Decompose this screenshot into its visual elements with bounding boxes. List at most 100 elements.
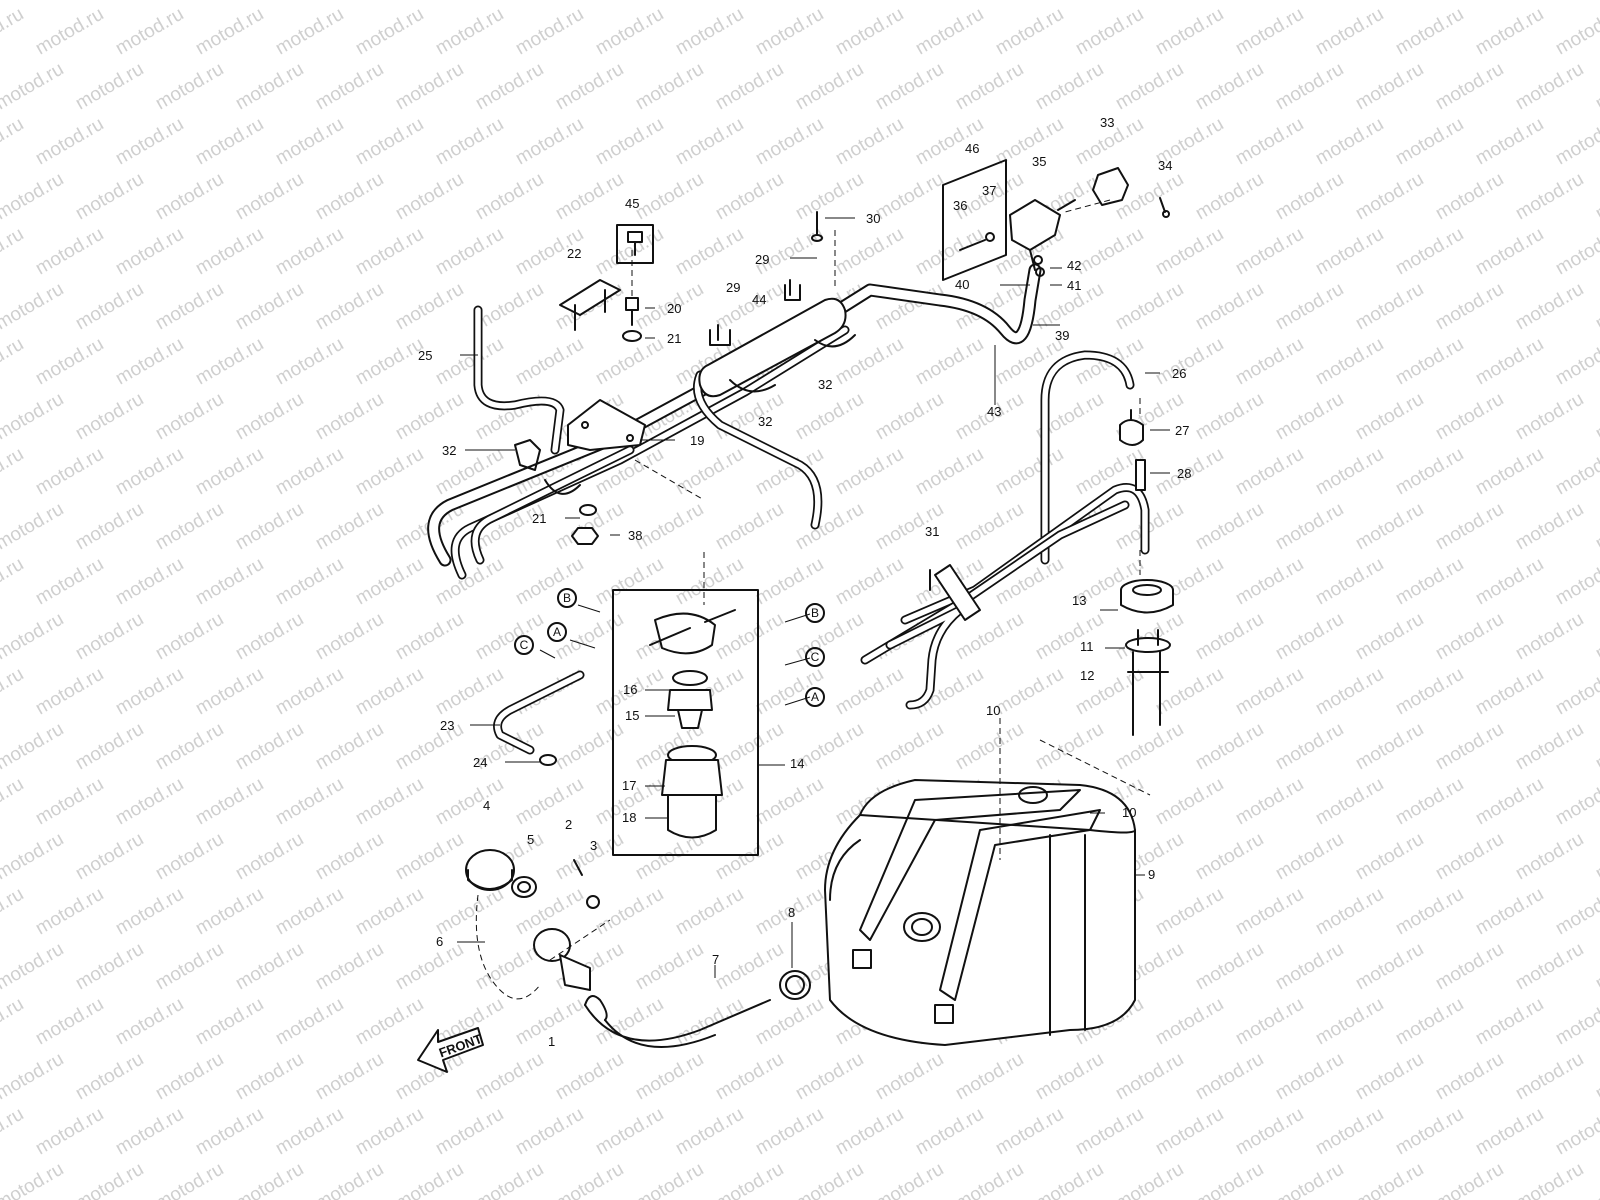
watermark-text: motod.ru — [832, 224, 907, 280]
watermark-text: motod.ru — [752, 554, 827, 610]
watermark-text: motod.ru — [1472, 224, 1547, 280]
callout-6: 6 — [436, 934, 443, 949]
watermark-text: motod.ru — [1592, 279, 1600, 335]
callout-10-strap: 10 — [1122, 805, 1136, 820]
watermark-text: motod.ru — [1232, 114, 1307, 170]
callout-36: 36 — [953, 198, 967, 213]
watermark-text: motod.ru — [72, 609, 147, 665]
watermark-text: motod.ru — [32, 444, 107, 500]
watermark-text: motod.ru — [152, 939, 227, 995]
watermark-text: motod.ru — [872, 1049, 947, 1105]
watermark-text: motod.ru — [0, 609, 67, 665]
watermark-text: motod.ru — [712, 0, 787, 4]
connection-markers: B A C B C A — [514, 588, 825, 707]
watermark-text: motod.ru — [392, 169, 467, 225]
watermark-text: motod.ru — [1032, 1159, 1107, 1200]
watermark-text: motod.ru — [1192, 1159, 1267, 1200]
watermark-text: motod.ru — [872, 1159, 947, 1200]
watermark-text: motod.ru — [32, 1104, 107, 1160]
watermark-text: motod.ru — [0, 884, 27, 940]
watermark-text: motod.ru — [912, 334, 987, 390]
watermark-text: motod.ru — [112, 664, 187, 720]
watermark-text: motod.ru — [72, 0, 147, 4]
watermark-text: motod.ru — [0, 939, 67, 995]
watermark-text: motod.ru — [352, 884, 427, 940]
watermark-text: motod.ru — [392, 0, 467, 4]
callout-9: 9 — [1148, 867, 1155, 882]
watermark-text: motod.ru — [512, 774, 587, 830]
watermark-text: motod.ru — [1312, 664, 1387, 720]
watermark-text: motod.ru — [832, 664, 907, 720]
watermark-text: motod.ru — [152, 609, 227, 665]
watermark-text: motod.ru — [1432, 279, 1507, 335]
callout-25: 25 — [418, 348, 432, 363]
callout-27: 27 — [1175, 423, 1189, 438]
watermark-text: motod.ru — [1512, 0, 1587, 4]
watermark-text: motod.ru — [1312, 1104, 1387, 1160]
watermark-text: motod.ru — [632, 499, 707, 555]
watermark-text: motod.ru — [272, 334, 347, 390]
watermark-text: motod.ru — [72, 1049, 147, 1105]
watermark-text: motod.ru — [712, 609, 787, 665]
watermark-text: motod.ru — [32, 664, 107, 720]
watermark-text: motod.ru — [792, 1049, 867, 1105]
watermark-text: motod.ru — [1312, 114, 1387, 170]
watermark-text: motod.ru — [272, 114, 347, 170]
callout-33: 33 — [1100, 115, 1114, 130]
watermark-text: motod.ru — [232, 1049, 307, 1105]
watermark-text: motod.ru — [1592, 169, 1600, 225]
watermark-text: motod.ru — [952, 499, 1027, 555]
watermark-text: motod.ru — [1352, 939, 1427, 995]
watermark-text: motod.ru — [312, 59, 387, 115]
callout-26: 26 — [1172, 366, 1186, 381]
watermark-text: motod.ru — [72, 279, 147, 335]
watermark-text: motod.ru — [1112, 59, 1187, 115]
callout-13: 13 — [1072, 593, 1086, 608]
watermark-text: motod.ru — [1392, 1104, 1467, 1160]
watermark-text: motod.ru — [1552, 4, 1600, 60]
watermark-text: motod.ru — [1192, 1049, 1267, 1105]
watermark-text: motod.ru — [112, 994, 187, 1050]
watermark-text: motod.ru — [232, 829, 307, 885]
watermark-text: motod.ru — [1352, 279, 1427, 335]
callout-44: 44 — [752, 292, 766, 307]
watermark-text: motod.ru — [112, 114, 187, 170]
watermark-text: motod.ru — [1112, 1049, 1187, 1105]
callout-24: 24 — [473, 755, 487, 770]
watermark-text: motod.ru — [432, 334, 507, 390]
watermark-text: motod.ru — [352, 114, 427, 170]
watermark-text: motod.ru — [1272, 0, 1347, 4]
watermark-text: motod.ru — [152, 59, 227, 115]
watermark-text: motod.ru — [1392, 224, 1467, 280]
callout-2: 2 — [565, 817, 572, 832]
watermark-text: motod.ru — [1352, 609, 1427, 665]
watermark-text: motod.ru — [32, 554, 107, 610]
watermark-text: motod.ru — [1152, 1104, 1227, 1160]
watermark-text: motod.ru — [632, 169, 707, 225]
watermark-text: motod.ru — [792, 389, 867, 445]
watermark-text: motod.ru — [312, 609, 387, 665]
watermark-text: motod.ru — [0, 4, 27, 60]
watermark-text: motod.ru — [1592, 389, 1600, 445]
watermark-text: motod.ru — [1192, 279, 1267, 335]
watermark-text: motod.ru — [1192, 829, 1267, 885]
callout-21-bottom: 21 — [532, 511, 546, 526]
callout-40: 40 — [955, 277, 969, 292]
fuel-tank — [824, 779, 1136, 1046]
watermark-text: motod.ru — [1352, 499, 1427, 555]
watermark-text: motod.ru — [632, 0, 707, 4]
watermark-text: motod.ru — [792, 169, 867, 225]
watermark-text: motod.ru — [752, 114, 827, 170]
callout-31: 31 — [925, 524, 939, 539]
watermark-text: motod.ru — [72, 389, 147, 445]
watermark-text: motod.ru — [192, 1104, 267, 1160]
callout-32-mid: 32 — [758, 414, 772, 429]
watermark-text: motod.ru — [1512, 719, 1587, 775]
fuel-pump-inset — [612, 589, 759, 856]
watermark-text: motod.ru — [112, 4, 187, 60]
watermark-text: motod.ru — [1152, 994, 1227, 1050]
watermark-text: motod.ru — [672, 554, 747, 610]
watermark-text: motod.ru — [872, 59, 947, 115]
watermark-text: motod.ru — [1112, 1159, 1187, 1200]
watermark-text: motod.ru — [472, 0, 547, 4]
